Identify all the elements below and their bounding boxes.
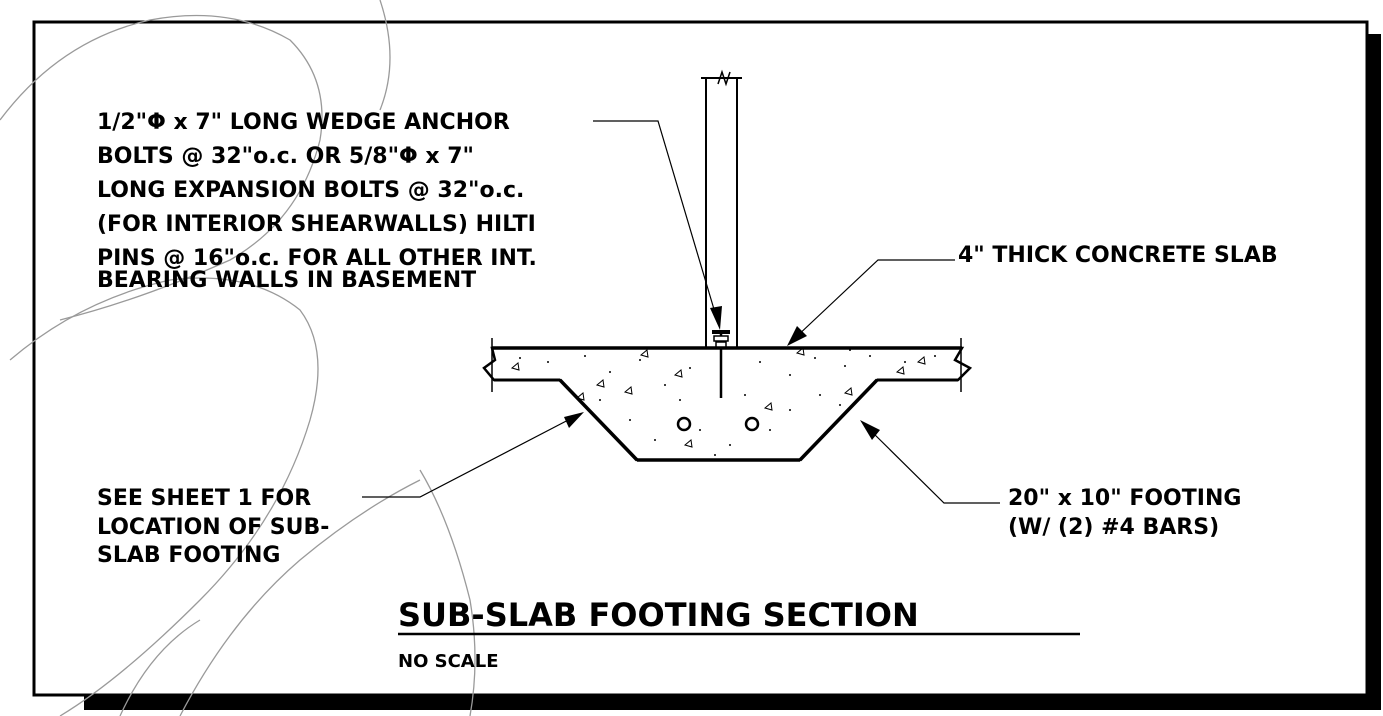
watermark [0,0,476,716]
detail-title: SUB-SLAB FOOTING SECTION [398,596,919,634]
wall-section [701,69,742,347]
rebar-1 [676,416,692,432]
anchor-bolts-note-line: 1/2"Φ x 7" LONG WEDGE ANCHOR [97,110,510,135]
slab-note: 4" THICK CONCRETE SLAB [958,243,1278,268]
concrete-section [482,330,973,462]
footing-note-line: 20" x 10" FOOTING [1008,486,1241,511]
anchor-bolts-note-line: BOLTS @ 32"o.c. OR 5/8"Φ x 7" [97,144,474,169]
footing-note-line: (W/ (2) #4 BARS) [1008,515,1219,540]
anchor-bolt [712,330,730,398]
anchor-bolts-note-line: PINS @ 16"o.c. FOR ALL OTHER INT. [97,246,537,271]
see-sheet-note-line: SEE SHEET 1 FOR [97,486,311,511]
anchor-bolts-note-line: (FOR INTERIOR SHEARWALLS) HILTI [97,212,536,237]
see-sheet-note: SEE SHEET 1 FOR LOCATION OF SUB- SLAB FO… [97,486,337,568]
aggregate-stipple [519,349,936,456]
footing-note: 20" x 10" FOOTING (W/ (2) #4 BARS) [1008,486,1249,540]
leader-lines [362,120,1000,504]
rebar-2 [744,416,760,432]
anchor-bolts-note-line: LONG EXPANSION BOLTS @ 32"o.c. [97,178,524,203]
scale-note: NO SCALE [398,651,499,672]
anchor-bolts-note-line: BEARING WALLS IN BASEMENT [97,268,476,293]
aggregate-triangles [510,347,926,448]
see-sheet-note-line: SLAB FOOTING [97,543,280,568]
leader-arrows [564,306,880,440]
see-sheet-note-line: LOCATION OF SUB- [97,515,329,540]
anchor-bolts-note: 1/2"Φ x 7" LONG WEDGE ANCHOR BOLTS @ 32"… [97,110,545,293]
